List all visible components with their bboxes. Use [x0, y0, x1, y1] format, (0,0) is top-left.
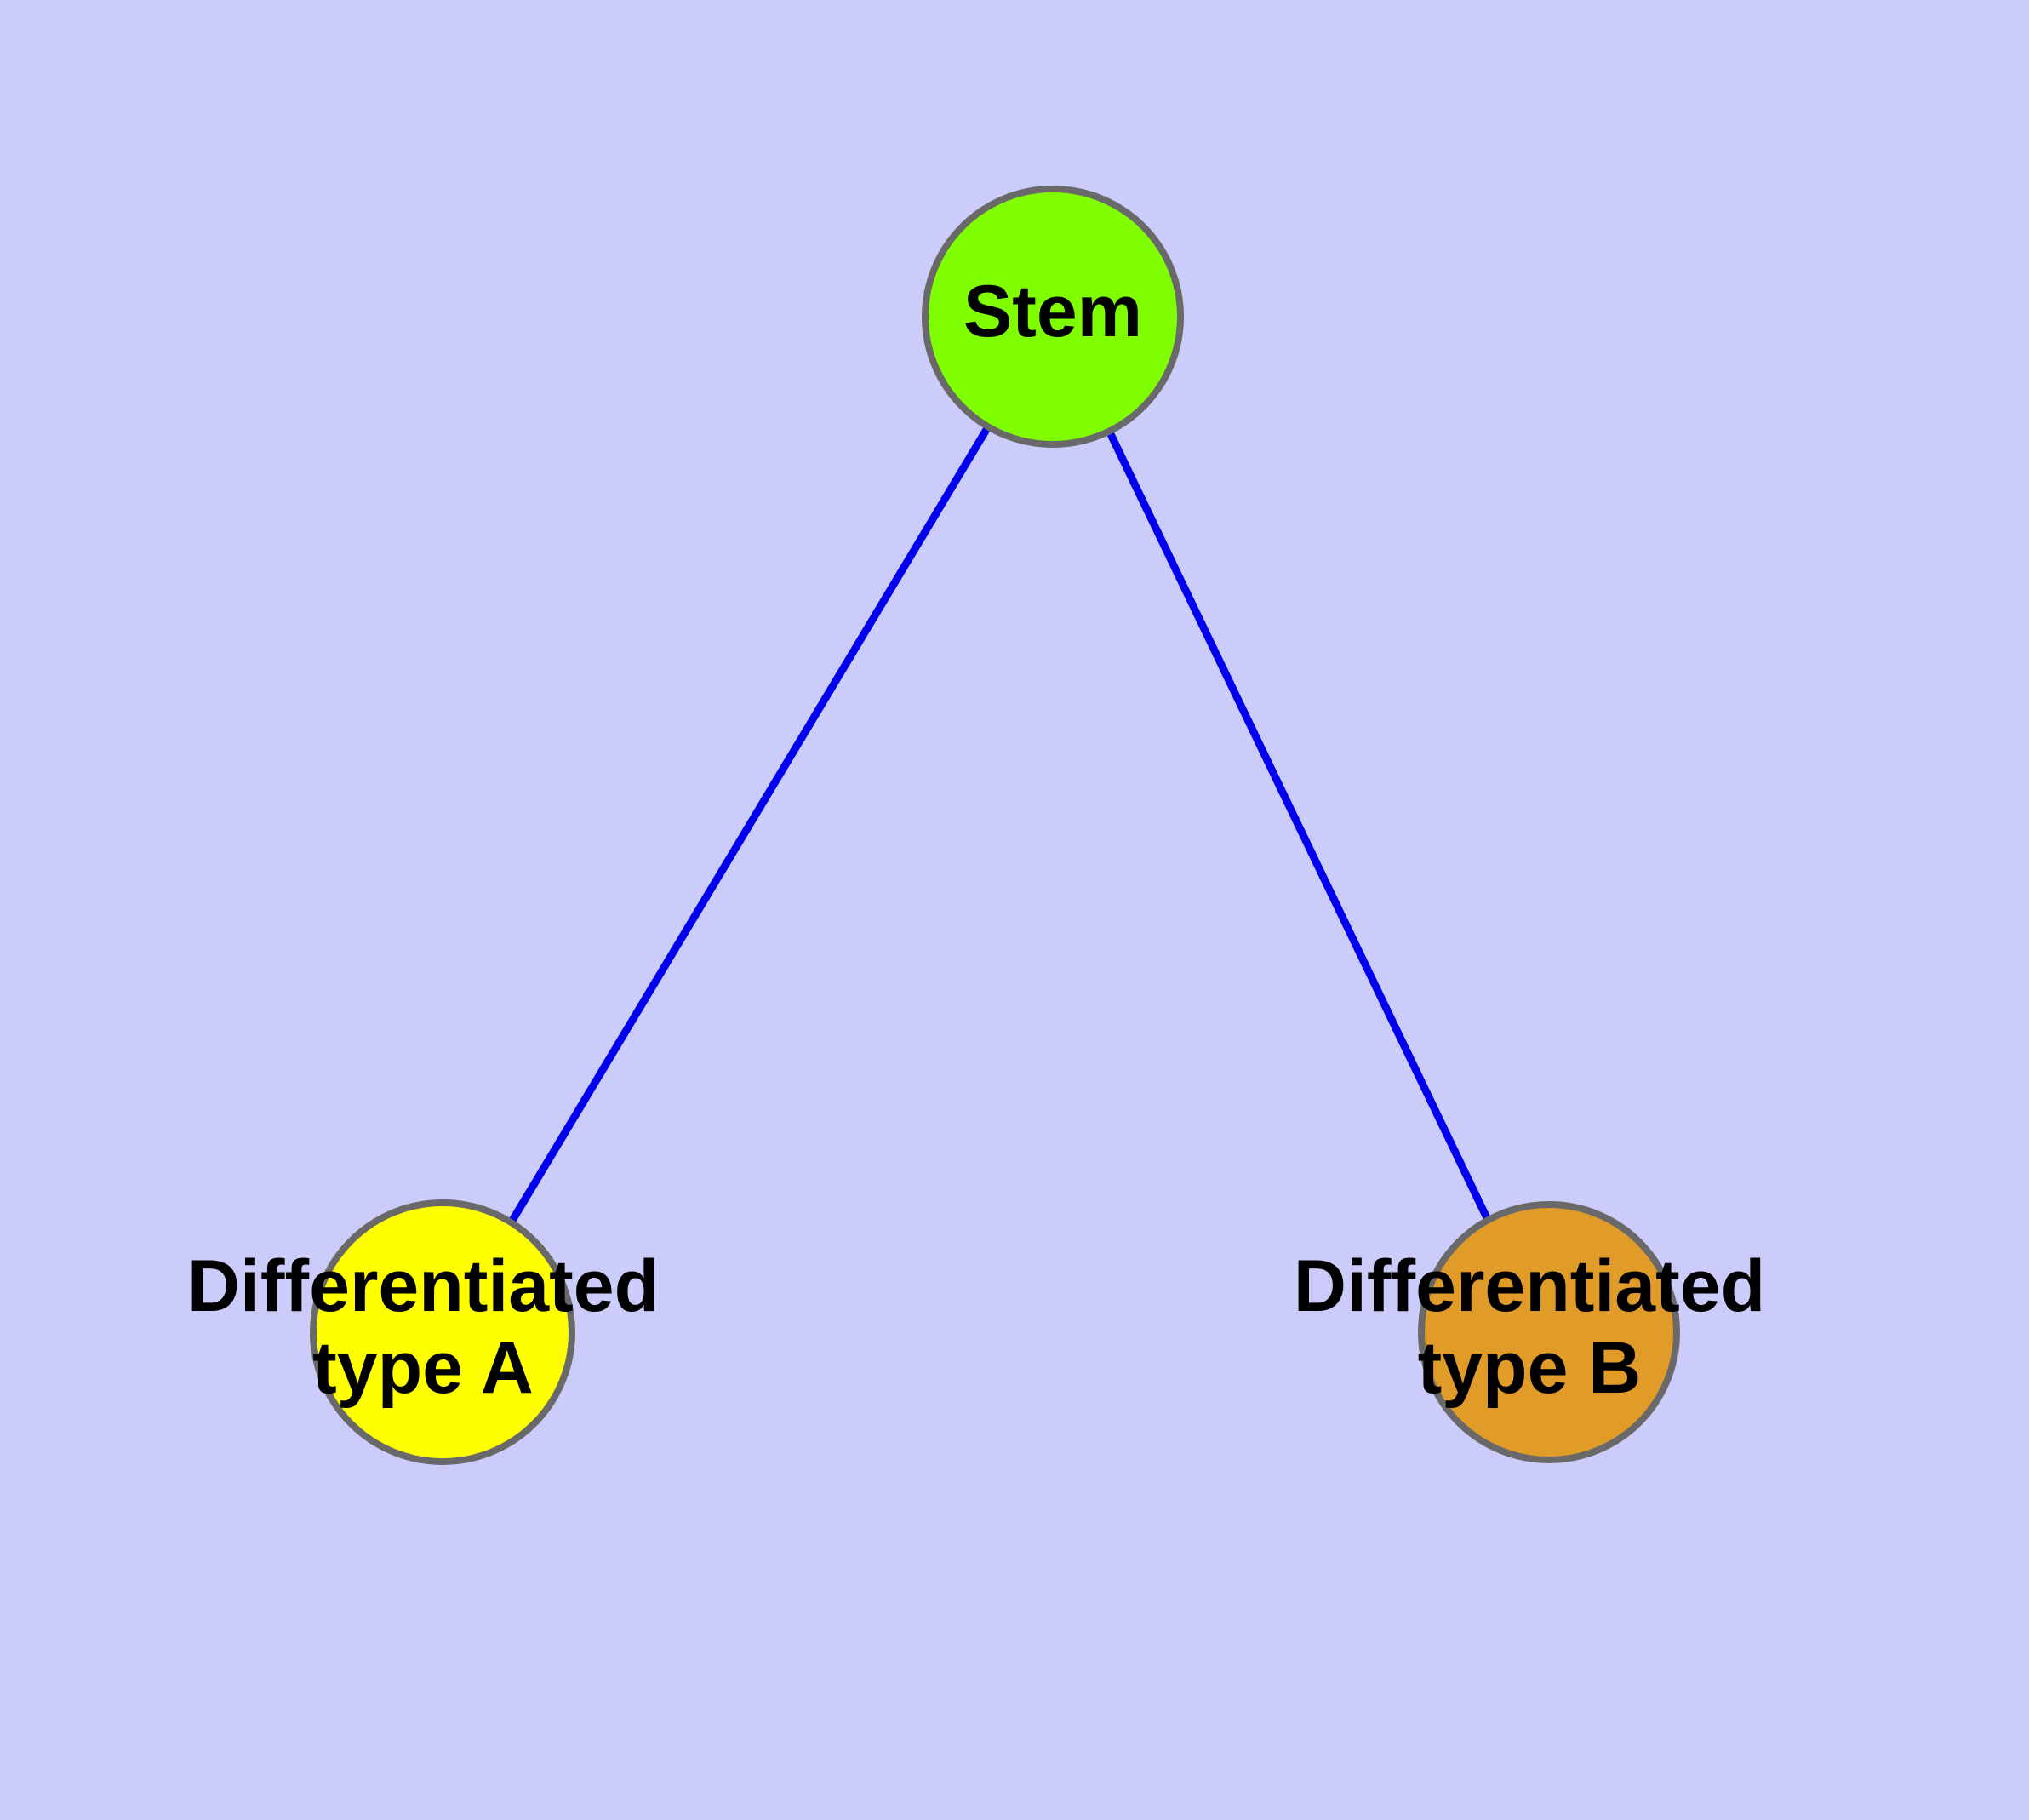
node-label-line: type A [312, 1327, 534, 1409]
node-stem[interactable]: Stem [922, 186, 1184, 448]
node-stem-circle[interactable] [922, 186, 1184, 448]
node-label-line: Differentiated [1294, 1245, 1765, 1327]
edge-stem-to-diff-b[interactable] [1106, 432, 1494, 1225]
edges-layer [507, 426, 1494, 1226]
node-label-line: Stem [963, 271, 1142, 352]
node-stem-label: Stem [963, 271, 1142, 352]
node-diff-b-circle[interactable] [1418, 1201, 1680, 1463]
node-label-line: type B [1418, 1327, 1642, 1409]
node-label-line: Differentiated [187, 1245, 659, 1327]
edge-stem-to-diff-a[interactable] [507, 426, 991, 1226]
node-diff-a-circle[interactable] [310, 1199, 575, 1465]
